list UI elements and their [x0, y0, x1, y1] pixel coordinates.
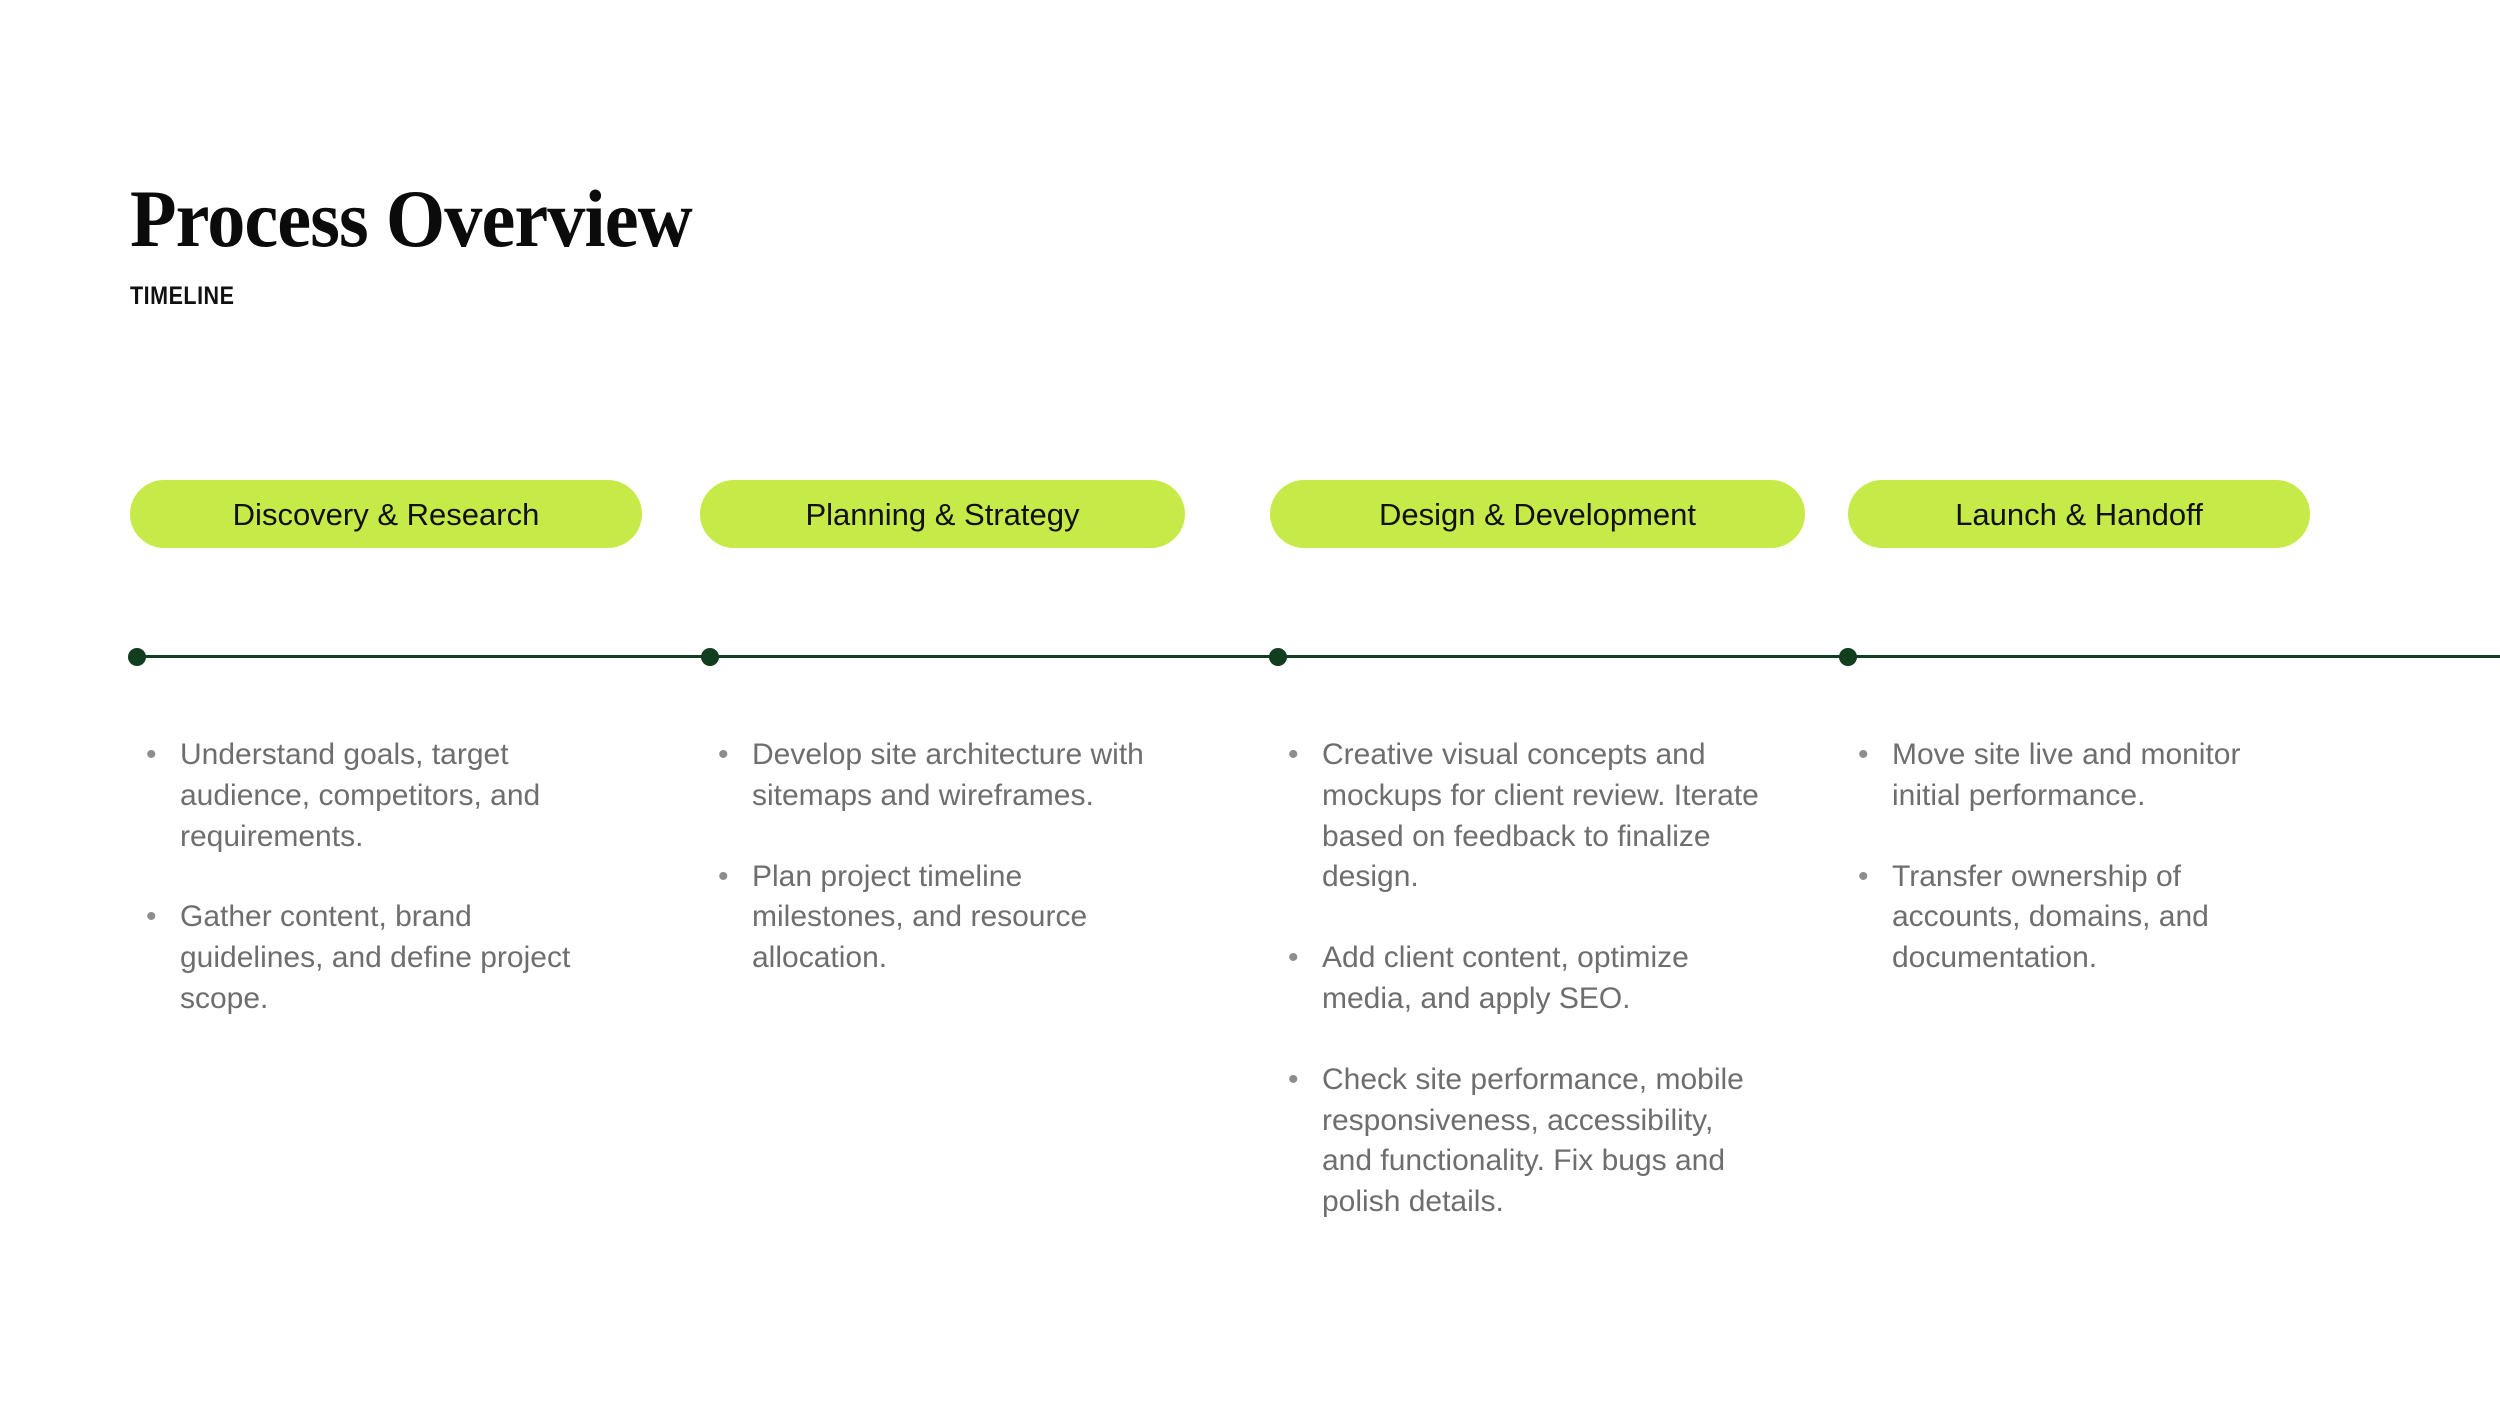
list-item: • Transfer ownership of accounts, domain… [1852, 857, 2312, 979]
bullet-point-icon: • [1858, 859, 1869, 893]
bullet-point-icon: • [1288, 941, 1299, 975]
bullet-point-icon: • [1288, 1062, 1299, 1096]
timeline-axis [0, 648, 2500, 666]
phase-pill-label: Planning & Strategy [805, 496, 1080, 532]
bullet-point-icon: • [1288, 738, 1299, 771]
list-item: • Understand goals, target audience, com… [140, 735, 610, 857]
timeline-dot-icon[interactable] [1839, 648, 1857, 666]
bullet-list: • Understand goals, target audience, com… [140, 735, 610, 1020]
list-item: • Develop site architecture with sitemap… [712, 735, 1182, 817]
phase-pill-discovery-research[interactable]: Discovery & Research [130, 480, 642, 548]
phase-pill-design-development[interactable]: Design & Development [1270, 480, 1805, 548]
list-item: • Gather content, brand guidelines, and … [140, 897, 610, 1019]
list-item: • Creative visual concepts and mockups f… [1282, 735, 1762, 898]
bullet-point-icon: • [718, 738, 729, 771]
list-item-text: Creative visual concepts and mockups for… [1322, 738, 1759, 894]
phase-pill-label: Design & Development [1378, 496, 1697, 532]
list-item-text: Gather content, brand guidelines, and de… [180, 900, 571, 1015]
phase-column-planning-strategy: • Develop site architecture with sitemap… [712, 735, 1182, 979]
bullet-point-icon: • [146, 900, 157, 934]
phase-pill-launch-handoff[interactable]: Launch & Handoff [1848, 480, 2310, 548]
bullet-list: • Develop site architecture with sitemap… [712, 735, 1182, 979]
phase-column-launch-handoff: • Move site live and monitor initial per… [1852, 735, 2312, 979]
list-item-text: Transfer ownership of accounts, domains,… [1892, 859, 2209, 975]
bullet-list: • Move site live and monitor initial per… [1852, 735, 2312, 979]
phase-pill-row: Discovery & Research Planning & Strategy… [0, 480, 2500, 550]
phase-pill-planning-strategy[interactable]: Planning & Strategy [700, 480, 1185, 548]
phase-column-discovery-research: • Understand goals, target audience, com… [140, 735, 610, 1020]
timeline-dot-icon[interactable] [128, 648, 146, 666]
list-item: • Plan project timeline milestones, and … [712, 857, 1182, 979]
list-item: • Add client content, optimize media, an… [1282, 938, 1762, 1020]
page-title: Process Overview [130, 173, 693, 264]
phase-column-design-development: • Creative visual concepts and mockups f… [1282, 735, 1762, 1223]
list-item-text: Understand goals, target audience, compe… [180, 738, 541, 853]
list-item: • Check site performance, mobile respons… [1282, 1060, 1762, 1223]
timeline-dot-icon[interactable] [1269, 648, 1287, 666]
bullet-point-icon: • [146, 738, 157, 771]
bullet-point-icon: • [1858, 738, 1869, 771]
bullet-list: • Creative visual concepts and mockups f… [1282, 735, 1762, 1223]
list-item-text: Add client content, optimize media, and … [1322, 941, 1689, 1015]
slide-header: Process Overview TIMELINE [130, 178, 1530, 311]
list-item-text: Develop site architecture with sitemaps … [752, 738, 1144, 812]
slide-kicker-label: TIMELINE [130, 282, 235, 310]
list-item-text: Move site live and monitor initial perfo… [1892, 738, 2241, 812]
phase-pill-label: Discovery & Research [232, 496, 540, 532]
list-item-text: Check site performance, mobile responsiv… [1322, 1062, 1744, 1219]
bullet-point-icon: • [718, 859, 729, 893]
list-item: • Move site live and monitor initial per… [1852, 735, 2312, 817]
timeline-line [137, 655, 2500, 658]
phase-pill-label: Launch & Handoff [1955, 496, 2203, 532]
timeline-dot-icon[interactable] [701, 648, 719, 666]
list-item-text: Plan project timeline milestones, and re… [752, 859, 1088, 975]
